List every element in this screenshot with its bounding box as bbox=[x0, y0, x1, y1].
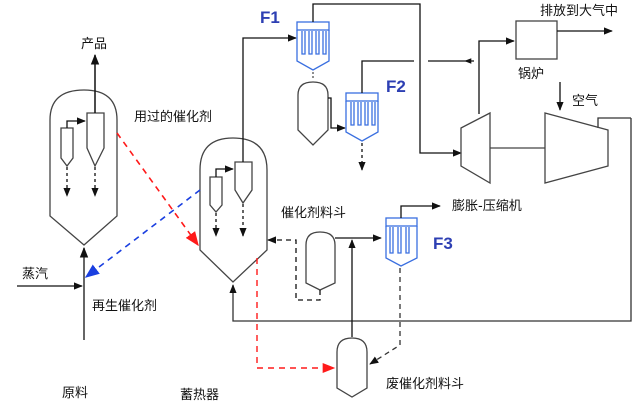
regenerator-vessel bbox=[199, 137, 268, 283]
label-boiler: 锅炉 bbox=[518, 67, 545, 82]
filter-f2 bbox=[345, 92, 379, 142]
tag-f3: F3 bbox=[433, 234, 453, 253]
f1-gas-line bbox=[312, 3, 462, 157]
reactor-vessel bbox=[49, 89, 118, 246]
expander-turbine bbox=[460, 111, 491, 185]
f1-hopper bbox=[297, 81, 329, 146]
waste-catalyst-flow bbox=[256, 258, 336, 374]
label-used-catalyst: 用过的催化剂 bbox=[134, 110, 213, 125]
spent-catalyst-hopper bbox=[336, 337, 368, 398]
label-steam: 蒸汽 bbox=[22, 267, 49, 282]
f1-hopper-to-f2 bbox=[328, 97, 346, 132]
air-compressor bbox=[544, 112, 609, 184]
expander-to-boiler bbox=[478, 37, 515, 114]
label-feedstock: 原料 bbox=[62, 386, 89, 401]
label-regenerator: 蓄热器 bbox=[180, 388, 220, 403]
f3-dust-line bbox=[369, 268, 401, 365]
regenerated-catalyst-flow bbox=[84, 189, 201, 278]
label-air: 空气 bbox=[572, 94, 599, 109]
label-expander-compressor: 膨胀-压缩机 bbox=[452, 199, 522, 214]
hopper-dashed-return bbox=[267, 236, 321, 301]
label-spent-catalyst-hopper: 废催化剂料斗 bbox=[386, 377, 465, 392]
boiler bbox=[515, 20, 558, 60]
f3-to-expander bbox=[400, 202, 441, 218]
label-regenerated-catalyst: 再生催化剂 bbox=[92, 299, 158, 314]
tag-f1: F1 bbox=[260, 8, 280, 27]
catalyst-hopper bbox=[305, 231, 336, 291]
air-return-line bbox=[229, 118, 632, 322]
label-vent-to-atmosphere: 排放到大气中 bbox=[540, 4, 619, 19]
spent-catalyst-flow bbox=[116, 132, 199, 247]
label-catalyst-hopper: 催化剂料斗 bbox=[281, 206, 347, 221]
f2-gas-line bbox=[361, 60, 474, 93]
filter-f1 bbox=[296, 21, 330, 71]
tag-f2: F2 bbox=[386, 77, 406, 96]
flue-gas-line bbox=[242, 34, 297, 162]
compressor-outlet-line bbox=[597, 117, 631, 128]
filter-f3 bbox=[385, 217, 418, 267]
label-product: 产品 bbox=[81, 37, 108, 52]
